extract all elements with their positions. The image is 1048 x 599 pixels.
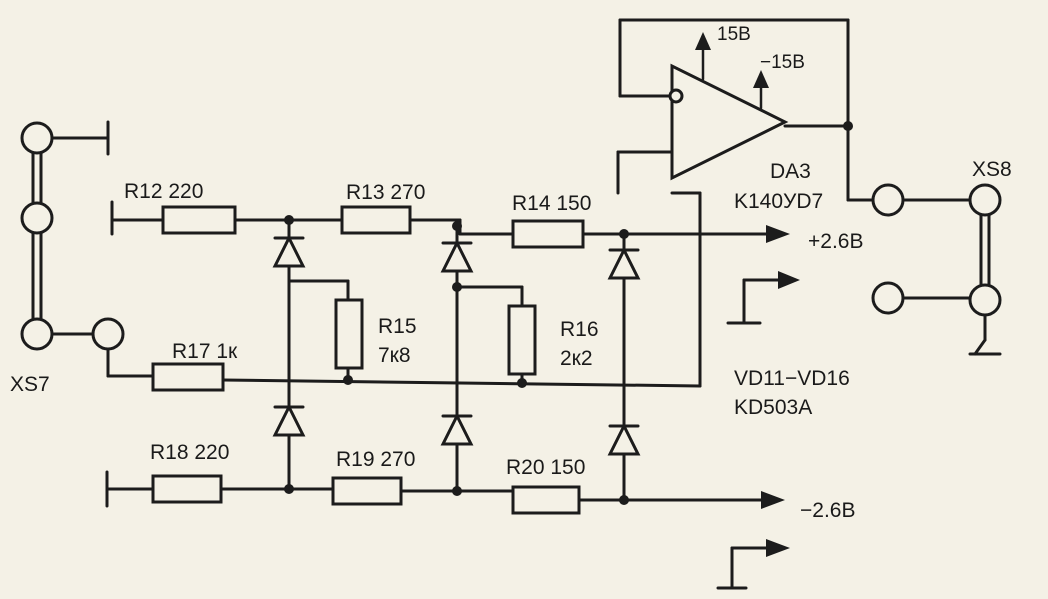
xs8-pin-bottom — [968, 283, 1002, 317]
xs8-ground-pin — [871, 281, 905, 315]
r20-label: R20 150 — [506, 456, 585, 479]
xs8-label: XS8 — [972, 158, 1012, 181]
diode-vd11 — [272, 234, 306, 268]
xs7-pin-top — [20, 121, 54, 155]
diode-column-2: R16 2к2 — [440, 221, 599, 496]
diode-vd14 — [440, 412, 474, 446]
r16-value: 2к2 — [560, 347, 593, 370]
connector-xs8: XS8 — [871, 158, 1012, 356]
inverting-input-bubble — [668, 88, 684, 104]
resistor-r13 — [340, 205, 412, 235]
supply-neg-label: −15В — [760, 52, 805, 73]
connector-xs7: XS7 — [10, 120, 125, 396]
r12-label: R12 220 — [124, 180, 203, 203]
diode-column-3 — [607, 229, 641, 505]
opamp-triangle — [670, 63, 789, 181]
resistor-r17 — [151, 362, 225, 392]
supply-neg-arrow — [753, 70, 769, 88]
resistor-r20 — [511, 485, 581, 515]
supply-pos-arrow — [695, 32, 711, 50]
r15-label: R15 — [378, 315, 417, 338]
r14-label: R14 150 — [512, 192, 591, 215]
resistor-r15 — [334, 298, 364, 370]
r18-label: R18 220 — [150, 441, 229, 464]
bottom-rail: R18 220 R19 270 R20 150 −2.6В — [105, 441, 855, 522]
diode-vd13 — [440, 239, 474, 273]
xs7-signal-pin — [91, 317, 125, 351]
xs8-pin-top — [968, 183, 1002, 217]
xs7-label: XS7 — [10, 373, 50, 396]
r19-label: R19 270 — [336, 448, 415, 471]
ground-symbol-upper — [726, 271, 800, 325]
resistor-r16 — [507, 304, 537, 376]
diode-range-label: VD11−VD16 — [734, 367, 850, 390]
diode-vd12 — [272, 403, 306, 437]
opamp-da3: 15В −15В DA3 K140УD7 — [616, 18, 875, 213]
xs7-pin-bottom — [20, 317, 54, 351]
supply-pos-label: 15В — [717, 24, 751, 45]
opamp-designator: DA3 — [770, 160, 811, 183]
xs7-pin-mid — [20, 201, 54, 235]
r13-label: R13 270 — [346, 181, 425, 204]
resistor-r14 — [511, 219, 585, 249]
opamp-part-number: K140УD7 — [734, 190, 823, 213]
diode-part-label: KD503A — [734, 396, 812, 419]
negative-rail-label: −2.6В — [800, 499, 855, 522]
negative-rail-arrow — [761, 491, 785, 509]
xs8-input-pin — [871, 183, 905, 217]
resistor-r12 — [161, 205, 237, 235]
diode-vd16 — [607, 422, 641, 456]
r17-label: R17 1к — [172, 340, 238, 363]
ground-symbol-lower — [716, 539, 790, 590]
resistor-r19 — [331, 476, 403, 506]
diode-vd15 — [607, 246, 641, 280]
input-line: R17 1к — [106, 191, 702, 392]
diode-column-1: R15 7к8 — [272, 215, 417, 494]
r15-value: 7к8 — [378, 344, 411, 367]
positive-rail-arrow — [766, 225, 790, 243]
positive-rail-label: +2.6В — [808, 230, 863, 253]
resistor-r18 — [151, 474, 223, 504]
r16-label: R16 — [560, 318, 599, 341]
